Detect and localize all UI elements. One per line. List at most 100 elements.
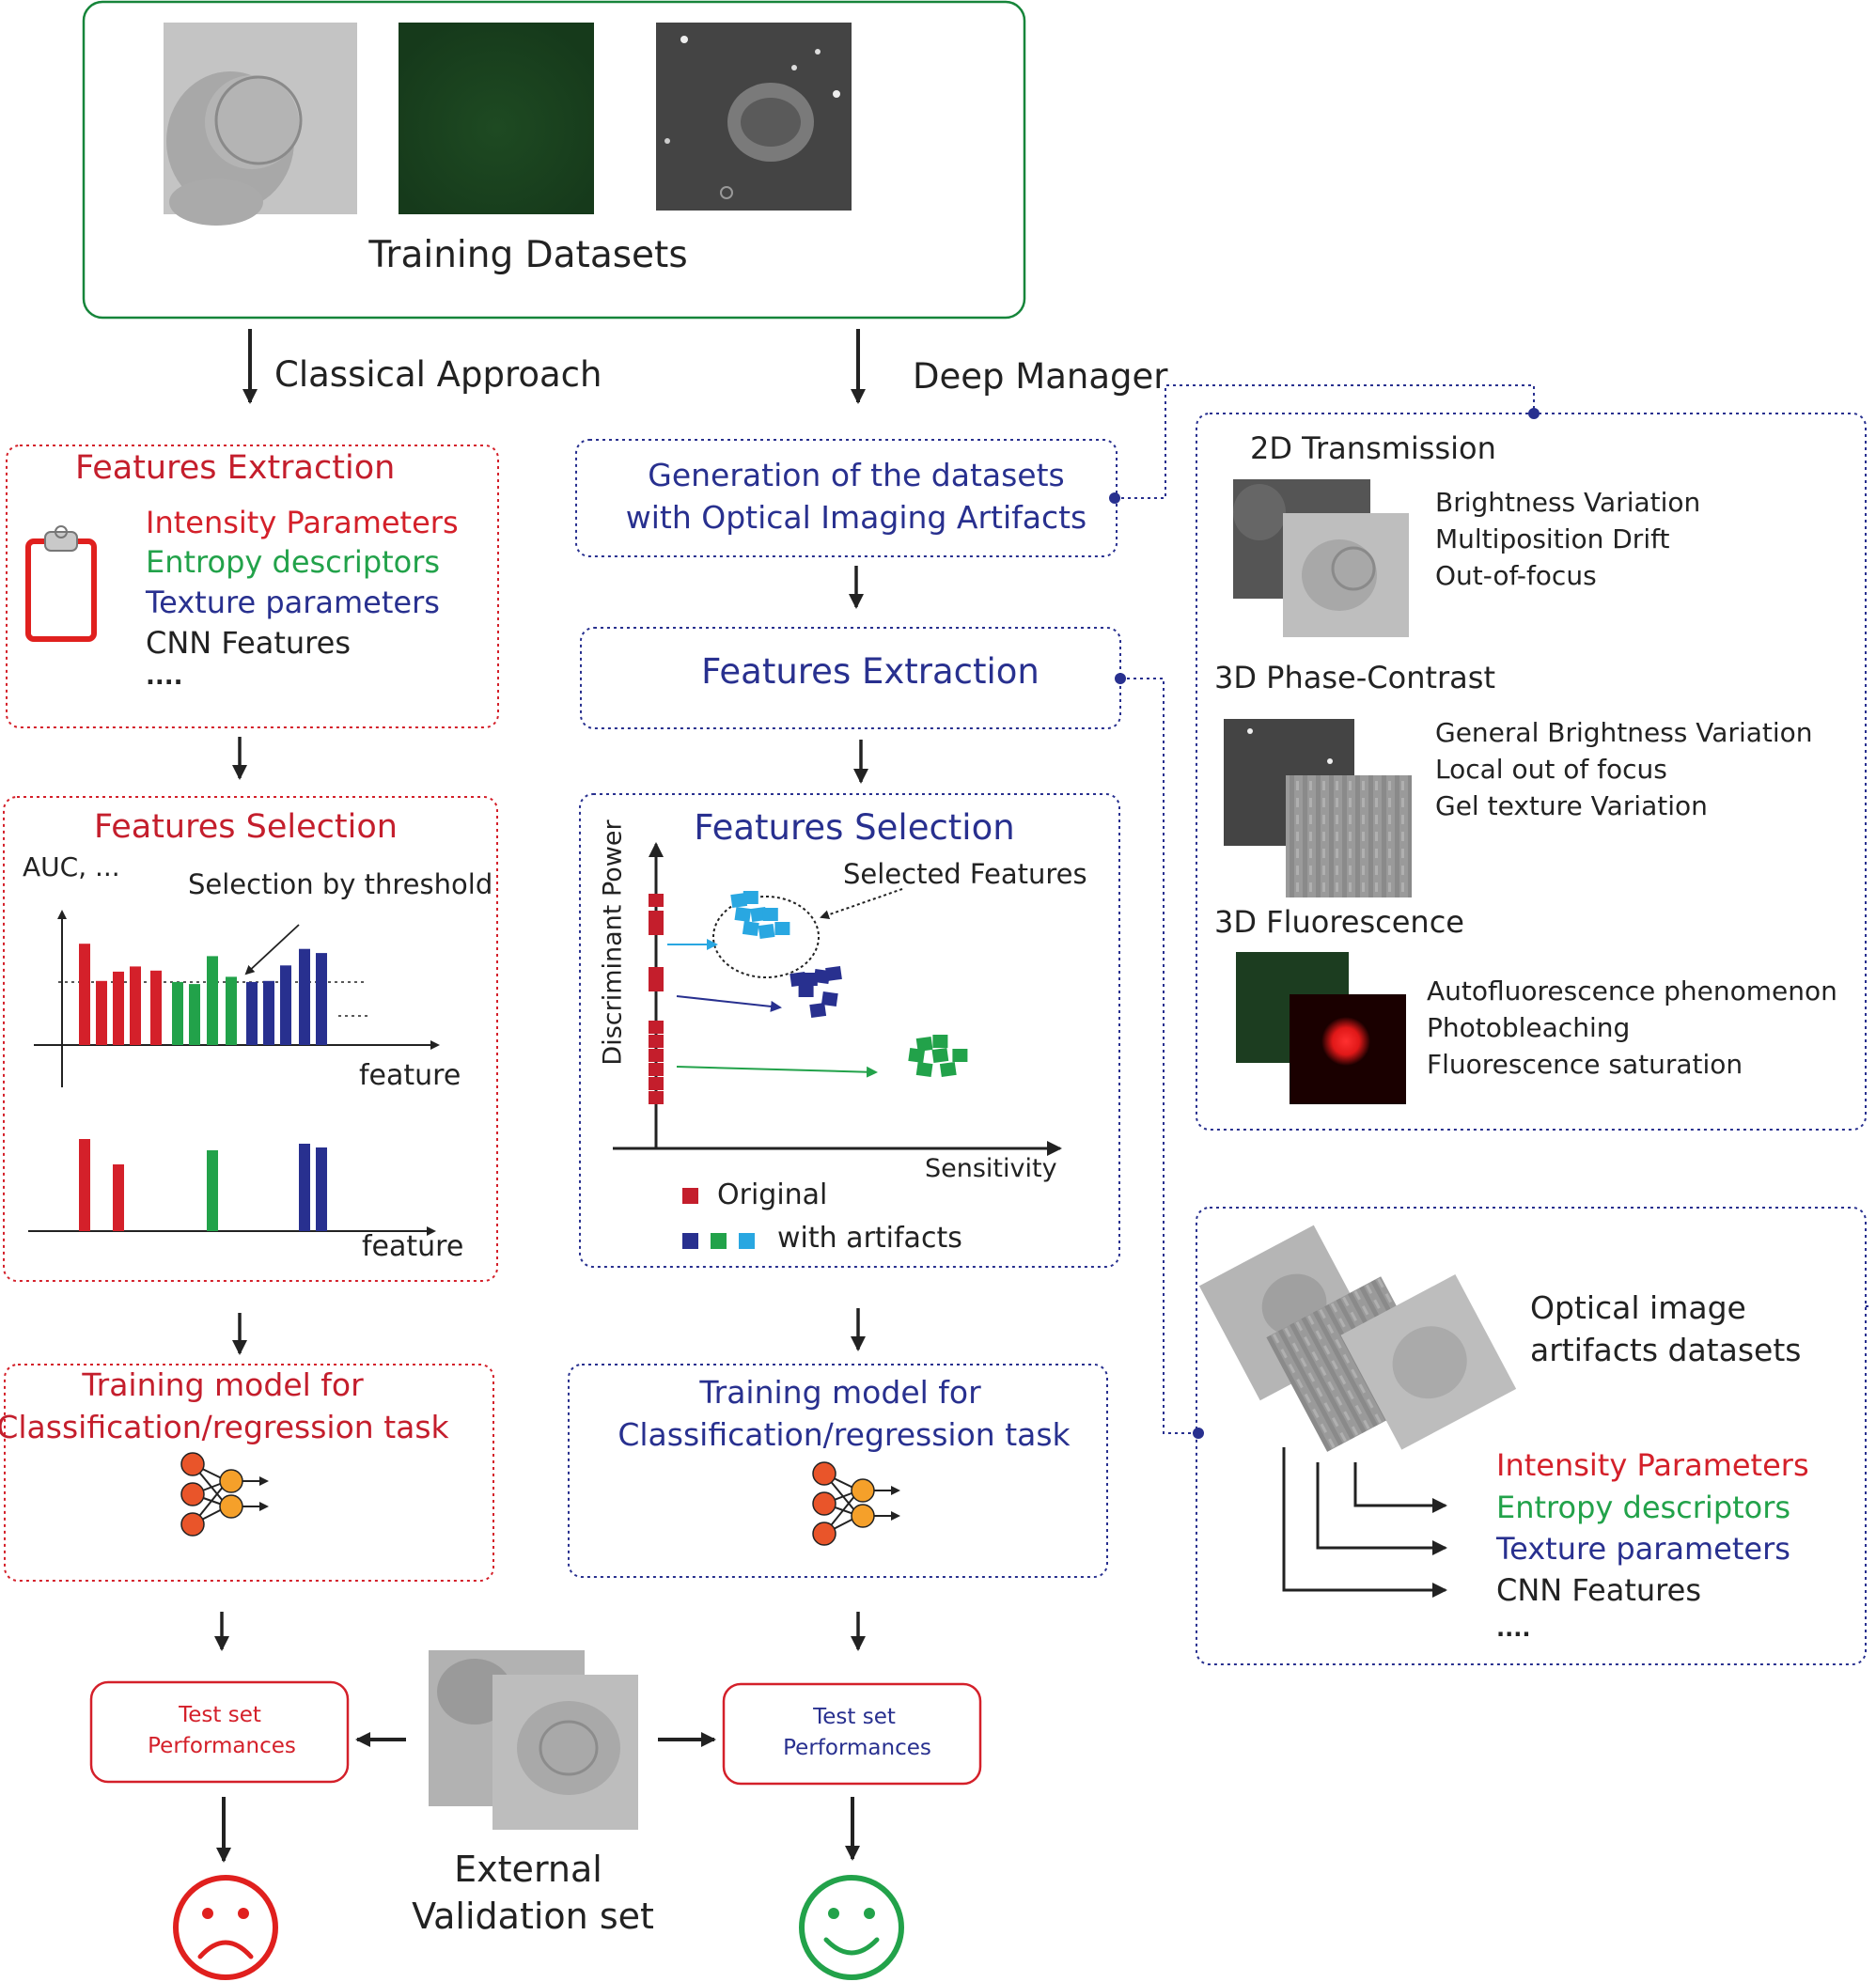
optical-item-entropy: Entropy descriptors <box>1496 1490 1791 1525</box>
scatter-point-1-1 <box>649 894 664 907</box>
scatter-point-1-10 <box>649 1077 664 1090</box>
bottom-chart-bar-1 <box>79 1139 90 1231</box>
training-image-transmission <box>164 23 357 226</box>
top-chart-bar-4 <box>130 966 141 1045</box>
scatter-point-3-5 <box>798 984 814 997</box>
classical-training-line2: Classification/regression task <box>0 1409 449 1445</box>
classical-test-line1: Test set <box>179 1703 261 1727</box>
connector-extraction <box>1120 678 1198 1434</box>
deep-selection-title: Features Selection <box>694 807 1015 848</box>
top-chart-bar-2 <box>96 980 107 1045</box>
happy-face-icon <box>799 1875 904 1980</box>
neural-net-icon-deep <box>812 1461 900 1546</box>
top-chart-bar-7 <box>189 984 200 1045</box>
artifact-2d-item-3: Out-of-focus <box>1435 560 1597 591</box>
scatter-point-4-5 <box>952 1049 968 1062</box>
scatter-point-1-5 <box>649 978 664 991</box>
deep-test-frame <box>722 1682 982 1786</box>
scatter-point-4-1 <box>915 1036 933 1053</box>
neural-net-icon-classical <box>180 1452 269 1537</box>
artifact-2d-item-1: Brightness Variation <box>1435 487 1701 518</box>
deep-generation-line2: with Optical Imaging Artifacts <box>625 499 1087 536</box>
top-chart-bar-10 <box>246 981 258 1045</box>
classical-selection-frame <box>3 796 498 1282</box>
classical-selection-title: Features Selection <box>94 808 398 846</box>
scatter-point-3-2 <box>802 973 818 986</box>
artifact-2d-item-2: Multiposition Drift <box>1435 523 1670 554</box>
artifact-fluor-item-1: Autofluorescence phenomenon <box>1427 975 1837 1007</box>
classical-test-line2: Performances <box>148 1734 296 1758</box>
scatter-point-1-3 <box>649 922 664 935</box>
optical-feature-arrows <box>1282 1447 1447 1598</box>
classical-item-cnn: CNN Features <box>146 625 351 661</box>
artifact-phase-item-2: Local out of focus <box>1435 754 1667 785</box>
top-chart-bar-1 <box>79 944 90 1045</box>
optical-title-line2: artifacts datasets <box>1530 1332 1802 1368</box>
classical-training-frame <box>4 1364 494 1582</box>
scatter-point-2-4 <box>750 906 768 923</box>
scatter-point-2-2 <box>743 891 758 904</box>
chart-threshold-annotation: Selection by threshold <box>188 868 493 900</box>
optical-title-line1: Optical image <box>1530 1289 1746 1326</box>
scatter-point-2-6 <box>742 920 759 937</box>
scatter-point-2-5 <box>762 908 778 921</box>
phase-contrast-thumbnails <box>1224 719 1412 897</box>
validation-line1: External <box>454 1849 602 1890</box>
bottom-chart-bar-3 <box>207 1150 218 1231</box>
deep-ylabel: Discriminant Power <box>598 819 628 1066</box>
artifact-phase-item-3: Gel texture Variation <box>1435 790 1708 821</box>
deep-manager-label: Deep Manager <box>913 356 1168 397</box>
training-image-fluorescence <box>399 23 594 214</box>
artifact-phase-item-1: General Brightness Variation <box>1435 717 1813 748</box>
clipboard-icon <box>25 525 97 642</box>
artifact-fluor-item-2: Photobleaching <box>1427 1012 1631 1043</box>
deep-test-line2: Performances <box>783 1736 931 1760</box>
deep-selected-features-label: Selected Features <box>843 858 1087 890</box>
deep-generation-line1: Generation of the datasets <box>648 457 1065 493</box>
classical-bar-chart-bottom <box>28 1139 436 1236</box>
deep-training-frame <box>568 1364 1108 1578</box>
scatter-point-4-6 <box>915 1061 933 1078</box>
training-datasets-label: Training Datasets <box>368 234 688 276</box>
top-chart-bar-13 <box>299 948 310 1045</box>
validation-images <box>429 1650 638 1830</box>
training-image-phase-contrast <box>656 23 852 211</box>
bottom-chart-bar-2 <box>113 1164 124 1231</box>
top-chart-bar-9 <box>226 976 237 1045</box>
scatter-point-4-3 <box>908 1047 926 1064</box>
scatter-point-3-4 <box>825 965 842 982</box>
classical-approach-label: Classical Approach <box>274 354 602 395</box>
connector-generation <box>1115 384 1535 499</box>
classical-extraction-title: Features Extraction <box>75 449 396 487</box>
top-chart-bar-8 <box>207 956 218 1045</box>
scatter-point-4-2 <box>932 1035 948 1048</box>
scatter-point-3-7 <box>809 1002 827 1019</box>
sad-face-icon <box>173 1875 278 1980</box>
optical-item-more: .... <box>1496 1615 1531 1642</box>
scatter-point-2-8 <box>774 922 790 935</box>
optical-item-intensity: Intensity Parameters <box>1496 1447 1809 1483</box>
scatter-point-2-1 <box>730 892 748 909</box>
transmission-thumbnails <box>1233 479 1409 637</box>
top-chart-bar-6 <box>172 981 183 1045</box>
artifact-phase-title: 3D Phase-Contrast <box>1214 660 1495 695</box>
classical-extraction-frame <box>6 445 499 728</box>
top-chart-bar-5 <box>150 970 162 1045</box>
classical-test-frame <box>89 1680 350 1784</box>
deep-legend-artifacts: with artifacts <box>777 1222 962 1255</box>
deep-training-line2: Classification/regression task <box>618 1416 1071 1453</box>
artifact-2d-title: 2D Transmission <box>1250 430 1496 466</box>
optical-panel-frame <box>1196 1207 1867 1665</box>
optical-item-cnn: CNN Features <box>1496 1572 1701 1608</box>
scatter-point-1-11 <box>649 1091 664 1104</box>
classical-bar-chart-top <box>34 910 440 1087</box>
scatter-point-1-6 <box>649 1021 664 1034</box>
chart-ylabel-auc: AUC, ... <box>23 851 120 882</box>
scatter-point-4-7 <box>939 1061 957 1078</box>
classical-item-intensity: Intensity Parameters <box>146 505 459 540</box>
scatter-point-1-7 <box>649 1035 664 1048</box>
classical-item-more: .... <box>146 663 183 691</box>
top-chart-bar-3 <box>113 971 124 1045</box>
optical-item-texture: Texture parameters <box>1496 1531 1790 1567</box>
